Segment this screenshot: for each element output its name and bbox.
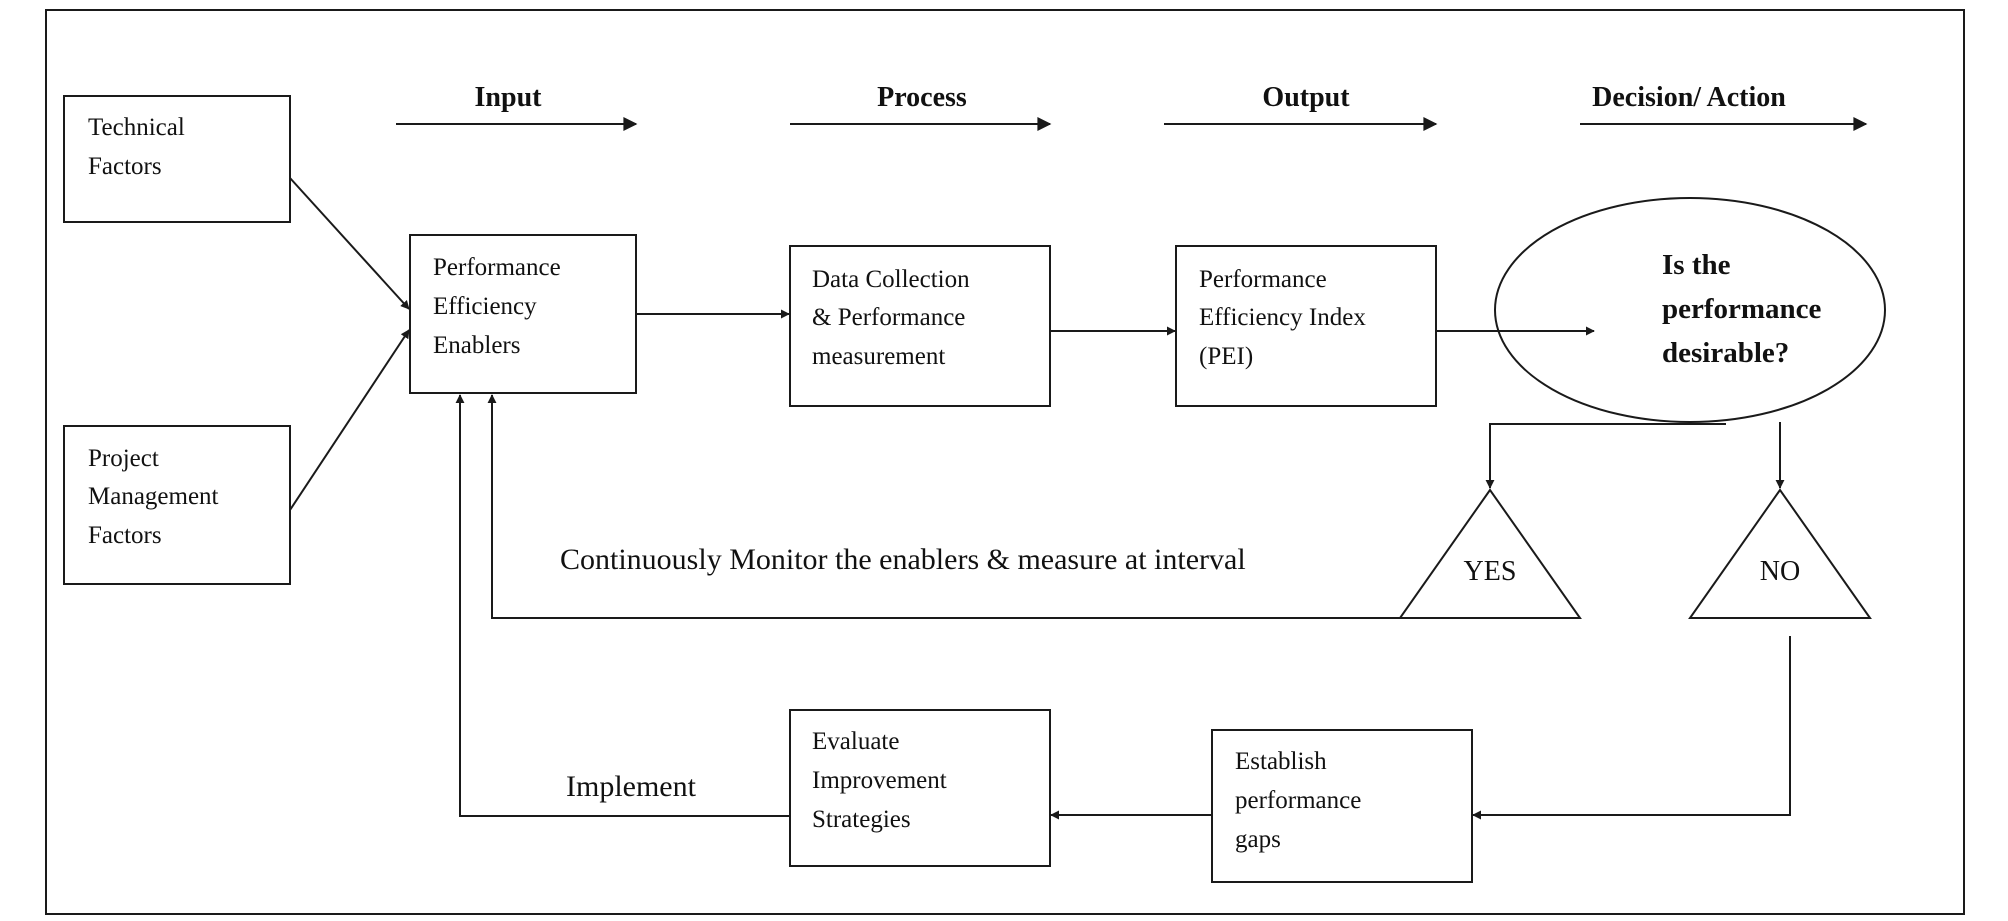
technical-factors-line-2: Factors <box>88 153 162 180</box>
yes-triangle: YES <box>1398 488 1582 619</box>
connector-yes-monitor-loop <box>487 394 1400 619</box>
stage-output-label: Output <box>1262 82 1350 113</box>
decision-line-3: desirable? <box>1662 337 1789 369</box>
data-collection-box: Data Collection & Performance measuremen… <box>789 245 1051 407</box>
enablers-line-3: Enablers <box>433 332 520 359</box>
evaluate-box: Evaluate Improvement Strategies <box>789 709 1051 867</box>
outer-frame <box>45 9 1965 915</box>
pei-line-2: Efficiency Index <box>1199 304 1366 331</box>
no-label: NO <box>1760 556 1800 587</box>
yes-label: YES <box>1464 556 1517 587</box>
enablers-line-2: Efficiency <box>433 293 537 320</box>
data-collection-line-2: & Performance <box>812 304 965 331</box>
connector-implement-loop <box>455 394 790 817</box>
technical-factors-box: Technical Factors <box>63 95 291 223</box>
data-collection-line-1: Data Collection <box>812 266 970 293</box>
evaluate-line-1: Evaluate <box>812 728 899 755</box>
pei-line-1: Performance <box>1199 266 1327 293</box>
enablers-line-1: Performance <box>433 254 561 281</box>
project-factors-line-3: Factors <box>88 522 162 549</box>
decision-line-2: performance <box>1662 293 1822 325</box>
pei-line-3: (PEI) <box>1199 343 1253 370</box>
connector-technical-to-enablers <box>289 177 410 310</box>
project-factors-line-2: Management <box>88 483 219 510</box>
data-collection-line-3: measurement <box>812 343 945 370</box>
project-management-factors-box: Project Management Factors <box>63 425 291 585</box>
gaps-box: Establish performance gaps <box>1211 729 1473 883</box>
stage-input-label: Input <box>475 82 543 113</box>
evaluate-line-2: Improvement <box>812 767 947 794</box>
connector-decision-to-yes <box>1485 423 1726 489</box>
monitor-label: Continuously Monitor the enablers & meas… <box>560 543 1246 576</box>
stage-process-label: Process <box>877 82 967 113</box>
decision-ellipse: Is the performance desirable? <box>1494 197 1886 423</box>
pei-box: Performance Efficiency Index (PEI) <box>1175 245 1437 407</box>
gaps-line-2: performance <box>1235 787 1361 814</box>
decision-line-1: Is the <box>1662 249 1731 281</box>
project-factors-line-1: Project <box>88 445 159 472</box>
gaps-line-1: Establish <box>1235 748 1327 775</box>
connector-project-to-enablers <box>289 329 410 511</box>
technical-factors-line-1: Technical <box>88 114 185 141</box>
stage-decision-label: Decision/ Action <box>1592 82 1786 113</box>
no-triangle: NO <box>1688 488 1872 619</box>
gaps-line-3: gaps <box>1235 826 1281 853</box>
enablers-box: Performance Efficiency Enablers <box>409 234 637 394</box>
evaluate-line-3: Strategies <box>812 806 911 833</box>
connector-no-to-gaps <box>1472 636 1791 820</box>
implement-label: Implement <box>566 770 697 803</box>
